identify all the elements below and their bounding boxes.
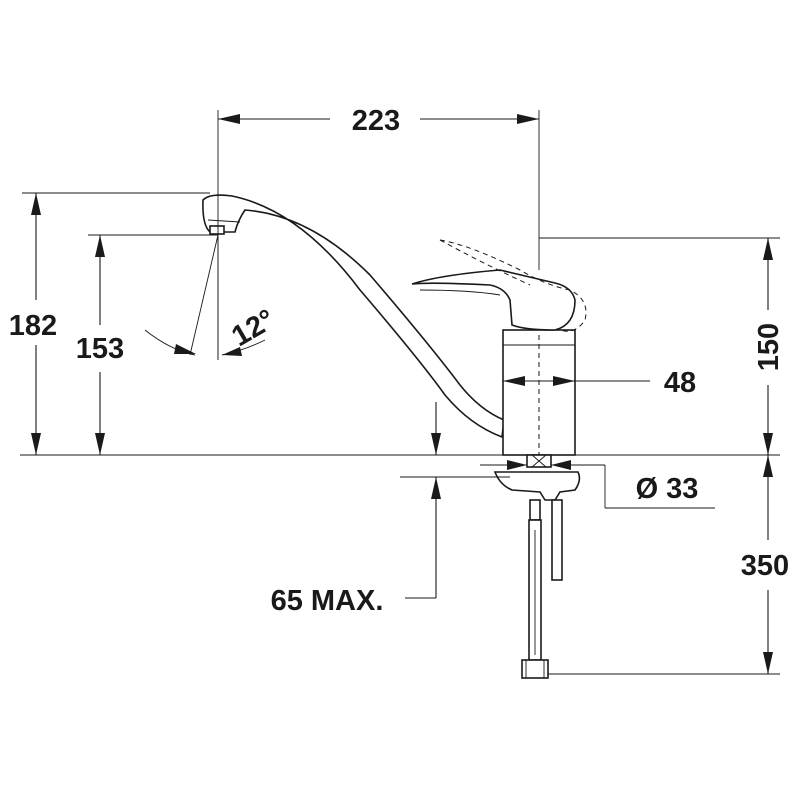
mounting-assembly bbox=[493, 454, 581, 679]
dim-153-label: 153 bbox=[76, 333, 124, 365]
dim-33-label: Ø 33 bbox=[636, 473, 699, 505]
dim-12-label: 12° bbox=[227, 303, 281, 353]
dim-max-counter-thickness: 65 MAX. bbox=[271, 402, 510, 617]
dim-body-height: 150 bbox=[539, 237, 785, 455]
dim-65-label: 65 MAX. bbox=[271, 585, 384, 617]
dim-223-label: 223 bbox=[352, 105, 400, 137]
dim-48-label: 48 bbox=[664, 367, 696, 399]
dim-182-label: 182 bbox=[9, 310, 57, 342]
dim-outlet-height: 153 bbox=[76, 234, 218, 455]
faucet-body bbox=[202, 194, 587, 456]
dim-swivel-angle: 12° bbox=[144, 234, 281, 360]
dim-hose-length: 350 bbox=[548, 455, 789, 675]
dim-350-label: 350 bbox=[741, 550, 789, 582]
dim-150-label: 150 bbox=[753, 323, 785, 371]
dim-total-height: 182 bbox=[9, 192, 210, 455]
dim-body-diameter: 48 bbox=[503, 367, 696, 399]
dim-hole-diameter: Ø 33 bbox=[480, 460, 715, 509]
